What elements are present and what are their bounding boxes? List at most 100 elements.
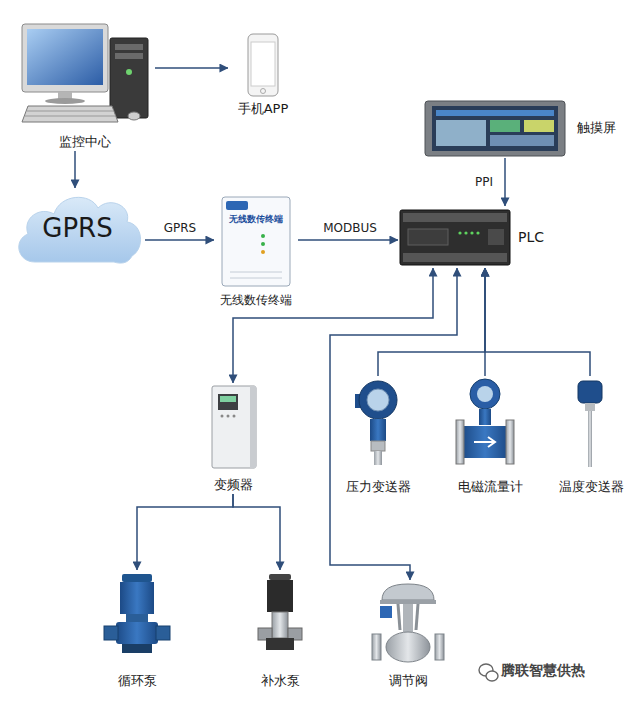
connector-line [137,494,233,570]
terminal-logo [226,201,248,210]
chat-bubble [486,671,498,681]
pump-motor [120,582,154,614]
connector-line [504,158,506,206]
flowmeter-icon [456,379,514,464]
pump-base [122,644,152,653]
inverter-display [220,396,236,402]
connector-line [378,268,485,376]
pump-inlet [104,626,118,640]
inverter-side [250,386,256,468]
wireless-terminal: 无线数传终端 [214,194,298,308]
hmi-frame [425,101,565,156]
flowmeter-head [470,379,500,409]
pressure-transmitter-icon [355,381,397,465]
node-caption: 监控中心 [59,134,111,150]
phone-app: 手机APP [228,30,298,118]
node-caption: 手机APP [238,101,289,117]
temperature-transmitter-icon [578,381,602,467]
edge-label: GPRS [162,221,199,235]
plc-terminals [403,213,507,222]
node-caption: PLC [518,229,544,246]
pump-base [266,638,294,650]
control-valve-icon [372,584,444,662]
connector-line [233,268,433,383]
transmitter-display [367,389,389,411]
valve-body [386,632,430,662]
temp-stem [588,411,592,467]
plc-led [476,231,479,234]
control-valve: 调节阀 [368,580,448,690]
temp-fitting [585,403,595,411]
valve-stem [403,604,413,632]
flowmeter-flange [506,420,514,464]
plc-body [400,210,510,265]
inverter-button [221,415,224,418]
terminal-line [230,272,282,273]
node-caption: 温度变送器 [559,479,624,495]
plc-led [458,231,461,234]
terminal-icon [222,197,290,286]
connector-line [233,494,280,570]
hmi-panel [436,120,486,146]
pump-stages [272,612,288,638]
home-button [261,89,266,94]
phone-icon [248,34,278,96]
temperature-transmitter: 温度变送器 [555,376,628,496]
inverter-panel [218,394,238,410]
plc-led [464,231,467,234]
pressure-transmitter: 压力变送器 [340,376,416,496]
watermark: 腾联智慧供热 [501,662,585,679]
gprs-cloud: GPRS [10,188,145,270]
pump-cap [269,574,291,580]
flowmeter-neck [479,409,491,425]
hmi-panel [490,135,554,146]
node-caption: 调节阀 [389,673,428,689]
flowmeter-flange [456,420,464,464]
valve-actuator [382,584,434,600]
terminal-line [230,278,282,279]
connector-line [74,151,76,188]
connector-line [298,239,398,241]
connector-line [155,67,228,69]
connector-line [145,239,214,241]
computer-icon [22,24,148,122]
keyboard [22,106,118,122]
drive-bay [115,44,143,50]
node-caption: 压力变送器 [346,479,411,495]
plc-terminals [403,253,507,262]
flowmeter-display [477,386,493,402]
monitor-screen [27,29,103,85]
inverter: 变频器 [202,383,264,494]
terminal-led [261,242,265,246]
node-caption: 触摸屏 [577,120,616,136]
flow-arrow [474,437,495,447]
plc-led [470,231,473,234]
makeup-pump-icon [258,574,302,650]
plc-icon [400,210,510,265]
plc-cover [408,229,448,245]
power-led [126,69,132,75]
inverter-body [212,386,256,468]
phone-screen [251,42,275,86]
plc-port [488,229,504,245]
node-caption: 补水泵 [261,673,300,689]
hmi-panel [490,120,520,132]
node-caption: 循环泵 [118,673,157,689]
terminal-case [222,197,290,286]
connector-line [485,268,590,376]
transmitter-stem [374,451,382,465]
connector-line [330,268,457,580]
monitor-bezel [22,24,108,92]
inverter-icon [212,386,256,468]
node-caption: 变频器 [214,477,253,493]
pump-cap [122,574,152,582]
valve-yoke [416,604,418,630]
transmitter-head [359,381,397,419]
touchscreen-icon [425,101,565,156]
key-row [27,111,114,112]
hmi-screen [432,106,558,151]
pc-tower [110,38,148,118]
